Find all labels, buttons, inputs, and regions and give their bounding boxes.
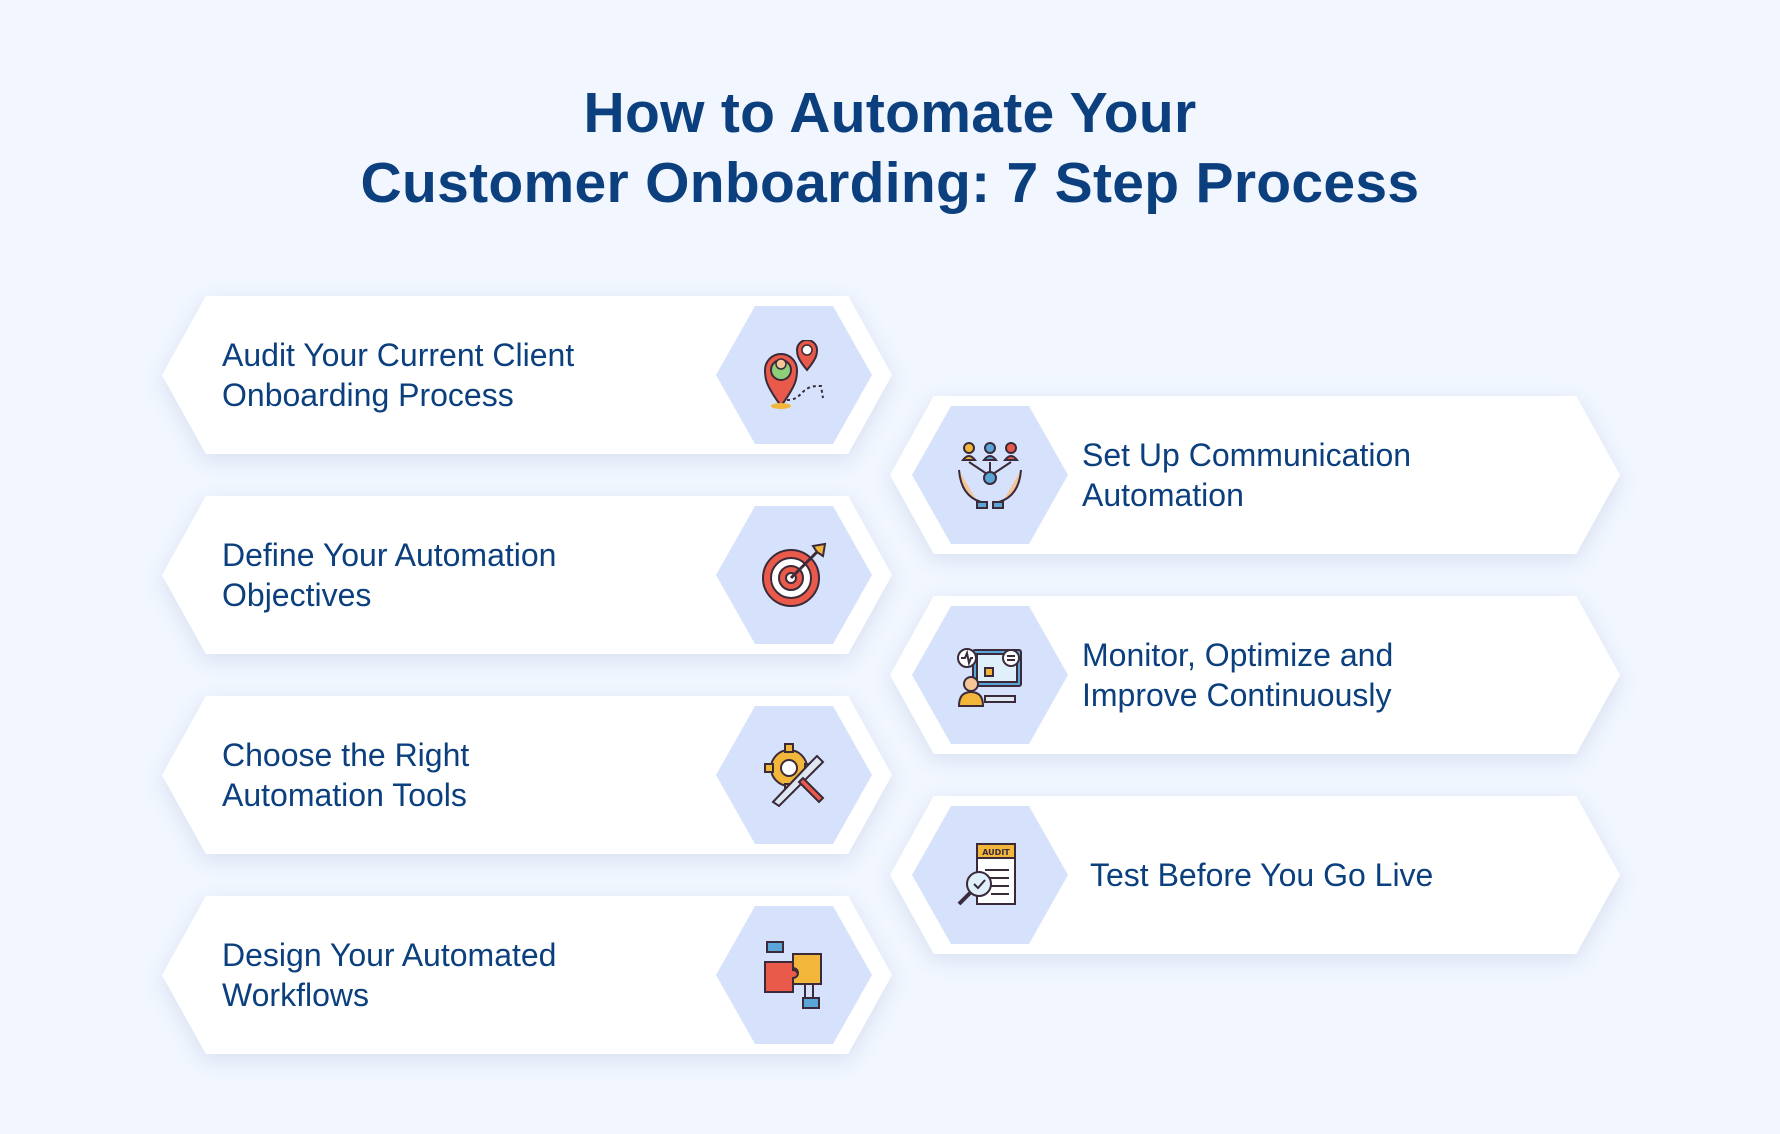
- step-label: Set Up Communication Automation: [1082, 437, 1412, 513]
- icon-hexagon: [912, 606, 1068, 744]
- monitor-dashboard-icon: [955, 640, 1025, 710]
- gear-wrench-screwdriver-icon: [759, 740, 829, 810]
- step-test-before-live: AUDIT Test Before You Go Live: [890, 796, 1620, 954]
- icon-hexagon: [912, 406, 1068, 544]
- audit-magnifier-icon: AUDIT: [955, 840, 1025, 910]
- icon-hexagon: AUDIT: [912, 806, 1068, 944]
- step-communication-automation: Set Up Communication Automation: [890, 396, 1620, 554]
- step-label: Choose the Right Automation Tools: [222, 737, 470, 813]
- step-monitor-optimize: Monitor, Optimize and Improve Continuous…: [890, 596, 1620, 754]
- step-label: Audit Your Current Client Onboarding Pro…: [222, 337, 575, 413]
- icon-hexagon: [716, 506, 872, 644]
- step-design-workflows: Design Your Automated Workflows: [162, 896, 892, 1054]
- step-choose-tools: Choose the Right Automation Tools: [162, 696, 892, 854]
- page-title-line-1: How to Automate Your: [583, 81, 1197, 145]
- icon-hexagon: [716, 706, 872, 844]
- audit-icon-text: AUDIT: [982, 848, 1010, 857]
- icon-hexagon: [716, 306, 872, 444]
- step-label: Monitor, Optimize and Improve Continuous…: [1082, 637, 1394, 713]
- step-define-objectives: Define Your Automation Objectives: [162, 496, 892, 654]
- step-label: Define Your Automation Objectives: [222, 537, 557, 613]
- map-pins-route-icon: [759, 340, 829, 410]
- target-dart-icon: [759, 540, 829, 610]
- step-label: Design Your Automated Workflows: [222, 937, 557, 1013]
- step-label: Test Before You Go Live: [1090, 857, 1434, 893]
- page-title-line-2: Customer Onboarding: 7 Step Process: [360, 151, 1420, 215]
- puzzle-hands-icon: [759, 940, 829, 1010]
- icon-hexagon: [716, 906, 872, 1044]
- hands-network-people-icon: [955, 440, 1025, 510]
- page-title: How to Automate Your Customer Onboarding…: [0, 78, 1780, 218]
- step-audit-process: Audit Your Current Client Onboarding Pro…: [162, 296, 892, 454]
